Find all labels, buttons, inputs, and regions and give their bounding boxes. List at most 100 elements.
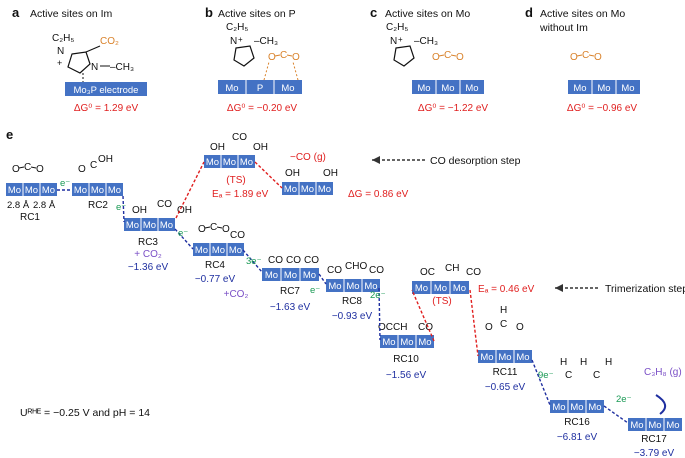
state-rc8: RC8 (342, 296, 362, 307)
co-bond (216, 226, 223, 229)
tile-label: Mo (160, 220, 173, 231)
energy-rc4: −0.77 eV (195, 274, 236, 285)
plus-charge: + (57, 58, 62, 68)
c-atom: C (90, 160, 97, 171)
surface-tiles (412, 80, 484, 94)
tile-label: Mo (516, 352, 529, 363)
surface-tiles (193, 243, 244, 256)
b-link (292, 61, 299, 81)
oc-ts: OC (420, 267, 435, 278)
tile-label: Mo (570, 402, 583, 413)
energy-rc7: −1.63 eV (270, 302, 311, 313)
n-atom: N (230, 36, 237, 47)
tile-label: Mo (588, 402, 601, 413)
h-rc16-2: H (580, 357, 587, 368)
oh-after: OH (285, 168, 300, 179)
co-bond (450, 54, 457, 57)
oh-ts-2: OH (253, 142, 268, 153)
tri-step-arrowhead (555, 284, 563, 292)
tile-label: Mo (74, 185, 87, 196)
tile-label: Mo (265, 270, 278, 281)
tile-label: Mo (108, 185, 121, 196)
electron-label-6: 2e⁻ (370, 290, 386, 301)
oh-rc3-2: OH (177, 205, 192, 216)
electron-label-1: e⁻ (60, 178, 70, 189)
panel-title-d-line2: without Im (539, 22, 588, 34)
tile-label: Mo (91, 185, 104, 196)
pathway-connector-12 (254, 161, 283, 189)
co-bond (204, 226, 211, 229)
state-rc11: RC11 (493, 367, 518, 378)
tile-label: Mo (621, 83, 634, 94)
pathway-connector-9 (531, 359, 551, 406)
surface-tiles (568, 80, 640, 94)
tile-label: Mo (346, 281, 359, 292)
c2h5-label: C₂H₅ (52, 33, 74, 44)
surface-tiles (218, 80, 302, 94)
distance-2: 2.8 Å (33, 200, 56, 211)
h-rc11: H (500, 305, 507, 316)
imidazole-ring (67, 51, 91, 74)
occh-rc10: OCCH (378, 322, 407, 333)
c-atom: C (24, 162, 31, 173)
tile-label: Mo (301, 184, 314, 195)
o-atom: O (570, 52, 578, 63)
surface-tiles (72, 183, 123, 196)
c-rc16-2: C (593, 370, 600, 381)
energy-rc11: −0.65 eV (485, 382, 526, 393)
c2h5-label: C₂H₅ (386, 22, 408, 33)
plus-charge: + (238, 35, 243, 44)
o-atom: O (292, 52, 300, 63)
c-atom: C (582, 50, 589, 61)
c-atom: C (210, 222, 217, 233)
tile-label: Mo (303, 270, 316, 281)
ea-tri: Eₐ = 0.46 eV (478, 284, 535, 295)
dg-co: ΔG = 0.86 eV (348, 189, 409, 200)
tile-label: Mo (223, 157, 236, 168)
surface-tiles (550, 400, 604, 413)
tile-label: Mo (418, 337, 431, 348)
state-rc4: RC4 (205, 260, 225, 271)
surface-tiles (282, 182, 333, 195)
surface-tiles (6, 183, 57, 196)
co2-bond (85, 45, 101, 53)
co-rc7-2: CO (286, 255, 301, 266)
cho-rc8: CHO (345, 261, 367, 272)
surface-tiles (412, 281, 469, 294)
pathway-connector-7 (411, 289, 435, 342)
co-bond (576, 54, 583, 57)
surface-tiles (204, 155, 255, 168)
n-atom: N (390, 36, 397, 47)
propane-label: C₃H₈ (g) (644, 367, 682, 378)
co-rc10: CO (418, 322, 433, 333)
tile-label: Mo (573, 83, 586, 94)
ch3-label: –CH₃ (414, 36, 438, 47)
o-atom: O (268, 52, 276, 63)
o-atom: O (36, 164, 44, 175)
co-bond (18, 166, 25, 169)
co-ts: CO (232, 132, 247, 143)
ts-label-tri: (TS) (432, 296, 451, 307)
propane-release-arrow (655, 394, 667, 415)
energy-rc3: −1.36 eV (128, 262, 169, 273)
imidazole-ring (393, 45, 415, 67)
co-rc4: CO (230, 230, 245, 241)
ch-ts: CH (445, 263, 459, 274)
tile-label: Mo (284, 270, 297, 281)
electron-label-5: e⁻ (310, 285, 320, 296)
o-atom: O (198, 224, 206, 235)
ch3-label: –CH₃ (110, 62, 134, 73)
pathway-connector-11 (175, 161, 205, 219)
pathway-connector-6 (378, 287, 381, 341)
pathway-connector-8 (469, 289, 479, 357)
